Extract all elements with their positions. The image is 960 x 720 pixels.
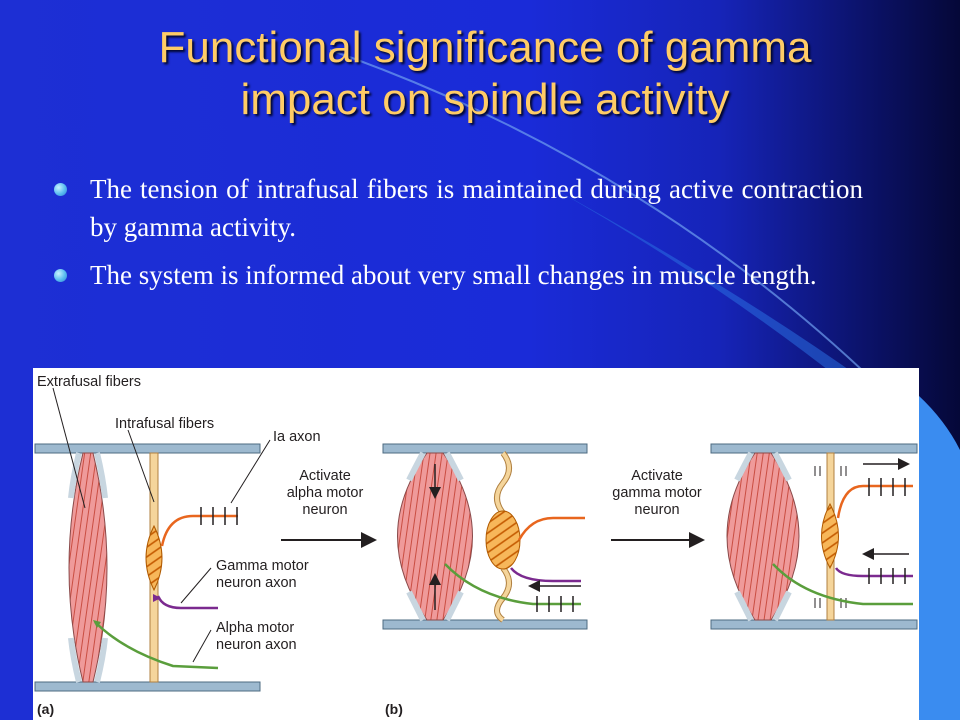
bullet-list: The tension of intrafusal fibers is main… bbox=[48, 170, 863, 304]
ia-axon-a bbox=[160, 514, 238, 547]
title-line-1: Functional significance of gamma bbox=[158, 23, 812, 72]
panel-b-alpha: (b) bbox=[382, 443, 588, 717]
panel-b-gamma bbox=[710, 443, 918, 630]
label-activate-gamma-2: gamma motor bbox=[612, 485, 702, 501]
panel-a: Extrafusal fibers Intrafusal fibers Ia a… bbox=[34, 374, 321, 717]
action-potentials-a bbox=[200, 507, 238, 525]
tendon-bar-bottom bbox=[34, 681, 261, 692]
label-gamma-axon-2: neuron axon bbox=[216, 575, 297, 591]
activate-gamma-step: Activate gamma motor neuron bbox=[611, 468, 705, 548]
bullet-item: The system is informed about very small … bbox=[48, 256, 863, 294]
bullet-text: The system is informed about very small … bbox=[90, 260, 817, 290]
bullet-item: The tension of intrafusal fibers is main… bbox=[48, 170, 863, 246]
contracted-extrafusal-fiber bbox=[397, 452, 473, 621]
spindle-figure: Extrafusal fibers Intrafusal fibers Ia a… bbox=[33, 368, 919, 720]
bullet-icon bbox=[54, 269, 67, 282]
label-activate-alpha-3: neuron bbox=[302, 502, 347, 518]
label-alpha-axon-1: Alpha motor bbox=[216, 620, 294, 636]
label-activate-gamma-1: Activate bbox=[631, 468, 683, 484]
label-alpha-axon-2: neuron axon bbox=[216, 637, 297, 653]
label-gamma-axon-1: Gamma motor bbox=[216, 558, 309, 574]
spindle-coil bbox=[145, 524, 163, 592]
label-ia-axon: Ia axon bbox=[273, 429, 321, 445]
activate-alpha-step: Activate alpha motor neuron bbox=[281, 468, 377, 548]
spindle-diagram: Extrafusal fibers Intrafusal fibers Ia a… bbox=[34, 374, 918, 717]
label-extrafusal-fibers: Extrafusal fibers bbox=[37, 374, 141, 390]
label-panel-b: (b) bbox=[385, 701, 403, 717]
gamma-axon-a bbox=[156, 595, 218, 610]
label-activate-gamma-3: neuron bbox=[634, 502, 679, 518]
slide-title: Functional significance of gamma impact … bbox=[40, 22, 930, 126]
alpha-axon-a bbox=[94, 621, 219, 670]
title-line-2: impact on spindle activity bbox=[240, 75, 730, 124]
spindle-coil bbox=[485, 510, 521, 570]
label-intrafusal-fibers: Intrafusal fibers bbox=[115, 416, 214, 432]
bullet-icon bbox=[54, 183, 67, 196]
label-activate-alpha-1: Activate bbox=[299, 468, 351, 484]
tendon-bar-top bbox=[34, 443, 261, 454]
label-panel-a: (a) bbox=[37, 701, 54, 717]
label-activate-alpha-2: alpha motor bbox=[287, 485, 364, 501]
bullet-text: The tension of intrafusal fibers is main… bbox=[90, 174, 863, 242]
